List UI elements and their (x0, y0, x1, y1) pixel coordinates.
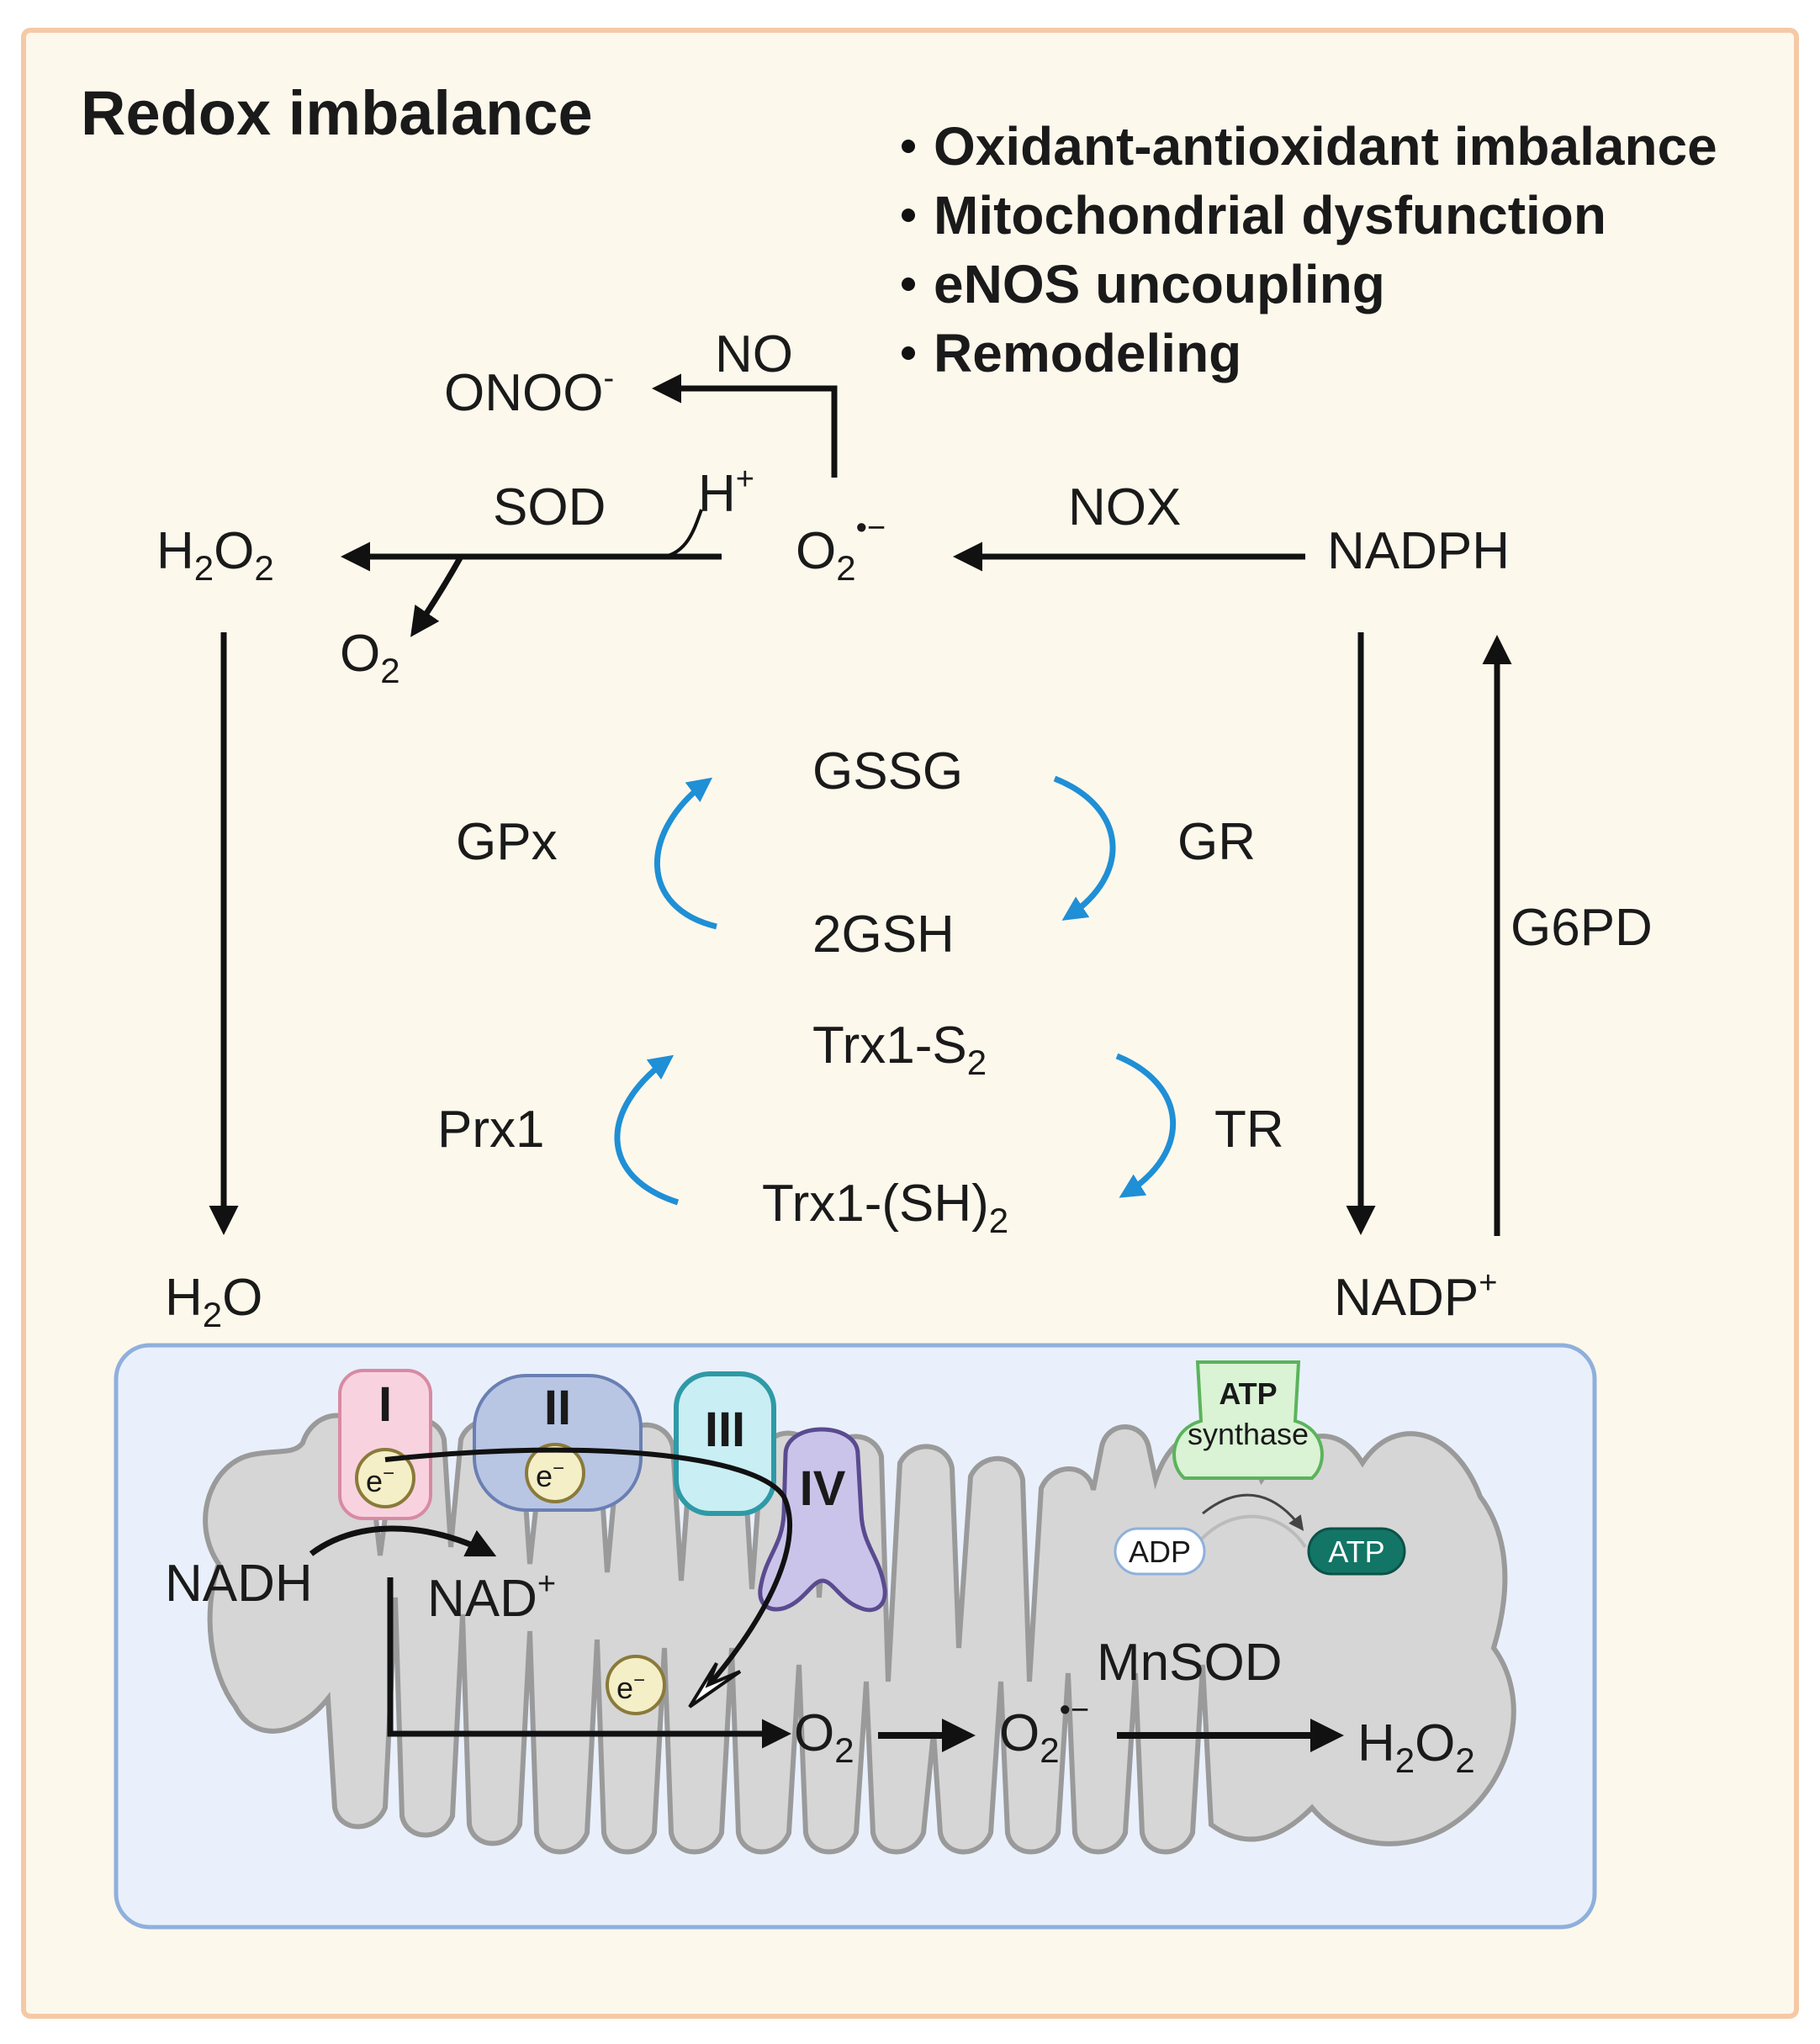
complex-iii (674, 1371, 776, 1516)
nadh-oxidation-arrow (309, 1525, 497, 1557)
trx-s2-label: Trx1-S2 (812, 1017, 987, 1082)
electron-transfer-arrowhead (688, 1661, 742, 1709)
g6pd-label: G6PD (1510, 899, 1653, 957)
electron-label: e− (616, 1669, 645, 1705)
no-arrow (652, 373, 838, 478)
atp-synthase-label-2: synthase (1188, 1417, 1309, 1451)
atp-pill (1307, 1527, 1406, 1576)
electron-icon (355, 1448, 415, 1508)
nadh-label: NADH (165, 1555, 313, 1613)
gr-cycle-arrow (1053, 775, 1116, 921)
nox-label: NOX (1068, 478, 1181, 536)
nad-label: NAD+ (427, 1566, 556, 1628)
proton-input-curve (664, 509, 703, 558)
complex-iv (758, 1427, 887, 1613)
proton-label: H+ (698, 462, 754, 523)
gpx-label: GPx (456, 813, 558, 871)
mito-o2-label: O2 (794, 1704, 854, 1770)
bullet-item: Remodeling (934, 323, 1241, 383)
complex-iii-label: III (705, 1402, 745, 1457)
bullet-list: Oxidant-antioxidant imbalance Mitochondr… (902, 116, 1717, 383)
electron-transfer-path (384, 1447, 793, 1693)
oxygen-supply-arrow (387, 1577, 791, 1749)
bullet-item: Oxidant-antioxidant imbalance (934, 116, 1717, 177)
electron-label: e− (366, 1462, 394, 1498)
electron-icon (606, 1655, 666, 1715)
electron-icon (525, 1443, 585, 1503)
bullet-dot (902, 346, 915, 360)
water-label: H2O (165, 1269, 262, 1334)
bullet-dot (902, 209, 915, 222)
h2o2-label: H2O2 (156, 522, 274, 588)
bullet-item: eNOS uncoupling (934, 254, 1385, 314)
adp-pill (1114, 1527, 1206, 1576)
diagram-title: Redox imbalance (81, 78, 593, 148)
mito-superoxide-label: O2•− (999, 1693, 1089, 1770)
trx-sh2-label: Trx1-(SH)2 (762, 1175, 1008, 1240)
sod-label: SOD (493, 478, 606, 536)
nadph-label: NADPH (1327, 522, 1510, 580)
gr-label: GR (1177, 813, 1256, 871)
complex-iv-label: IV (800, 1461, 846, 1516)
mnsod-label: MnSOD (1097, 1634, 1282, 1692)
prx1-label: Prx1 (437, 1101, 544, 1159)
peroxynitrite-label: ONOO- (444, 361, 614, 422)
complex-ii-label: II (544, 1381, 571, 1435)
complex-i-label: I (378, 1377, 392, 1432)
bullet-item: Mitochondrial dysfunction (934, 185, 1606, 246)
electron-label: e− (536, 1457, 564, 1493)
gpx-cycle-arrow (653, 777, 717, 930)
prx1-cycle-arrow (614, 1054, 680, 1206)
nadp-label: NADP+ (1334, 1265, 1497, 1327)
adp-label: ADP (1129, 1534, 1191, 1569)
mito-h2o2-label: H2O2 (1357, 1714, 1475, 1780)
o2-release-arrow (410, 555, 464, 637)
no-label: NO (715, 325, 793, 383)
atp-synthase (1172, 1360, 1324, 1480)
complex-ii (473, 1374, 643, 1512)
gsh-label: 2GSH (812, 906, 955, 964)
atp-label: ATP (1328, 1534, 1384, 1569)
bullet-dot (902, 277, 915, 291)
tr-label: TR (1214, 1101, 1284, 1159)
superoxide-label: O2•− (796, 510, 886, 588)
atp-synthesis-arrow (1202, 1493, 1304, 1531)
o2-label: O2 (340, 625, 400, 690)
tr-cycle-arrow (1115, 1053, 1177, 1198)
atp-synthase-label-1: ATP (1219, 1376, 1277, 1411)
gssg-label: GSSG (812, 742, 963, 800)
bullet-dot (902, 140, 915, 153)
